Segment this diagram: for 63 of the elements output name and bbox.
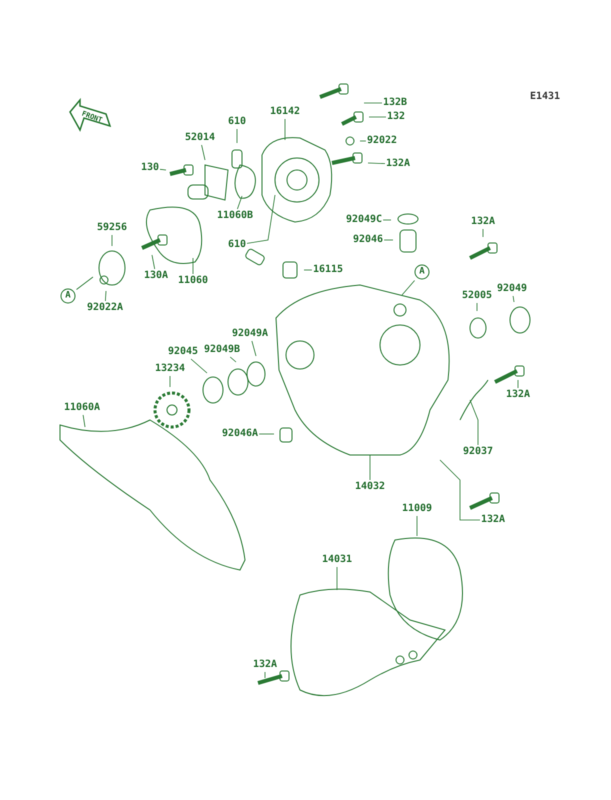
leader-line — [402, 280, 415, 296]
callout-number: 11009 — [402, 503, 432, 515]
callout-number: 132A — [506, 389, 530, 401]
leader-line — [190, 358, 208, 374]
callout-number: 16115 — [312, 264, 344, 276]
callout-number: 610 — [228, 239, 246, 251]
leader-line — [82, 414, 86, 428]
leader-line — [105, 290, 106, 302]
leader-line — [476, 302, 478, 312]
callout-number: 92022 — [366, 135, 398, 147]
leader-line — [76, 276, 94, 290]
leader-line — [416, 516, 418, 536]
leader-line — [440, 460, 480, 520]
drawing-number: E1431 — [530, 91, 560, 103]
callout-number: 52005 — [462, 290, 492, 302]
leader-line — [470, 400, 478, 446]
callout-number: 132 — [386, 111, 406, 123]
leader-line — [236, 128, 238, 144]
leader-line — [237, 196, 242, 210]
callout-number: 132A — [470, 216, 496, 228]
callout-number: 14031 — [322, 554, 352, 566]
leader-line — [368, 162, 386, 164]
reference-mark: A — [60, 288, 76, 304]
leader-line — [360, 140, 366, 142]
callout-number: 13234 — [154, 363, 186, 375]
callout-number: 132B — [382, 97, 408, 109]
callout-number: 92022A — [86, 302, 124, 314]
leader-line — [252, 340, 256, 356]
leader-line — [512, 296, 514, 302]
callout-number: 132A — [252, 659, 278, 671]
callout-number: 132A — [386, 158, 410, 170]
leader-line — [482, 228, 484, 238]
callout-number: 130 — [140, 162, 160, 174]
leader-line — [364, 102, 382, 104]
callout-number: 52014 — [184, 132, 216, 144]
leader-line — [230, 356, 236, 362]
callout-number: 16142 — [270, 106, 300, 118]
callout-number: 92037 — [462, 446, 494, 458]
callout-number: 92045 — [168, 346, 198, 358]
leader-line — [201, 144, 206, 160]
callout-number: 11060 — [178, 275, 208, 287]
reference-mark: A — [414, 264, 430, 280]
leader-line — [246, 194, 276, 244]
leader-line — [152, 254, 156, 270]
callout-number: 132A — [480, 514, 506, 526]
callout-number: 14032 — [354, 481, 386, 493]
callout-number: 92049A — [232, 328, 268, 340]
callout-number: 59256 — [96, 222, 128, 234]
leader-line — [160, 168, 166, 170]
callout-number: 11060A — [64, 402, 100, 414]
callout-number: 92046A — [222, 428, 258, 440]
callout-number: 92049B — [204, 344, 240, 356]
callout-number: 92046 — [352, 234, 384, 246]
callout-number: 92049C — [346, 214, 382, 226]
leader-line — [284, 118, 286, 140]
leader-line — [336, 566, 338, 590]
leader-line — [368, 116, 386, 118]
leader-line — [264, 672, 266, 678]
leader-line — [192, 258, 194, 274]
callout-number: 11060B — [216, 210, 254, 222]
callout-number: 130A — [144, 270, 168, 282]
callout-number: 92049 — [496, 283, 528, 295]
callout-number: 610 — [228, 116, 246, 128]
